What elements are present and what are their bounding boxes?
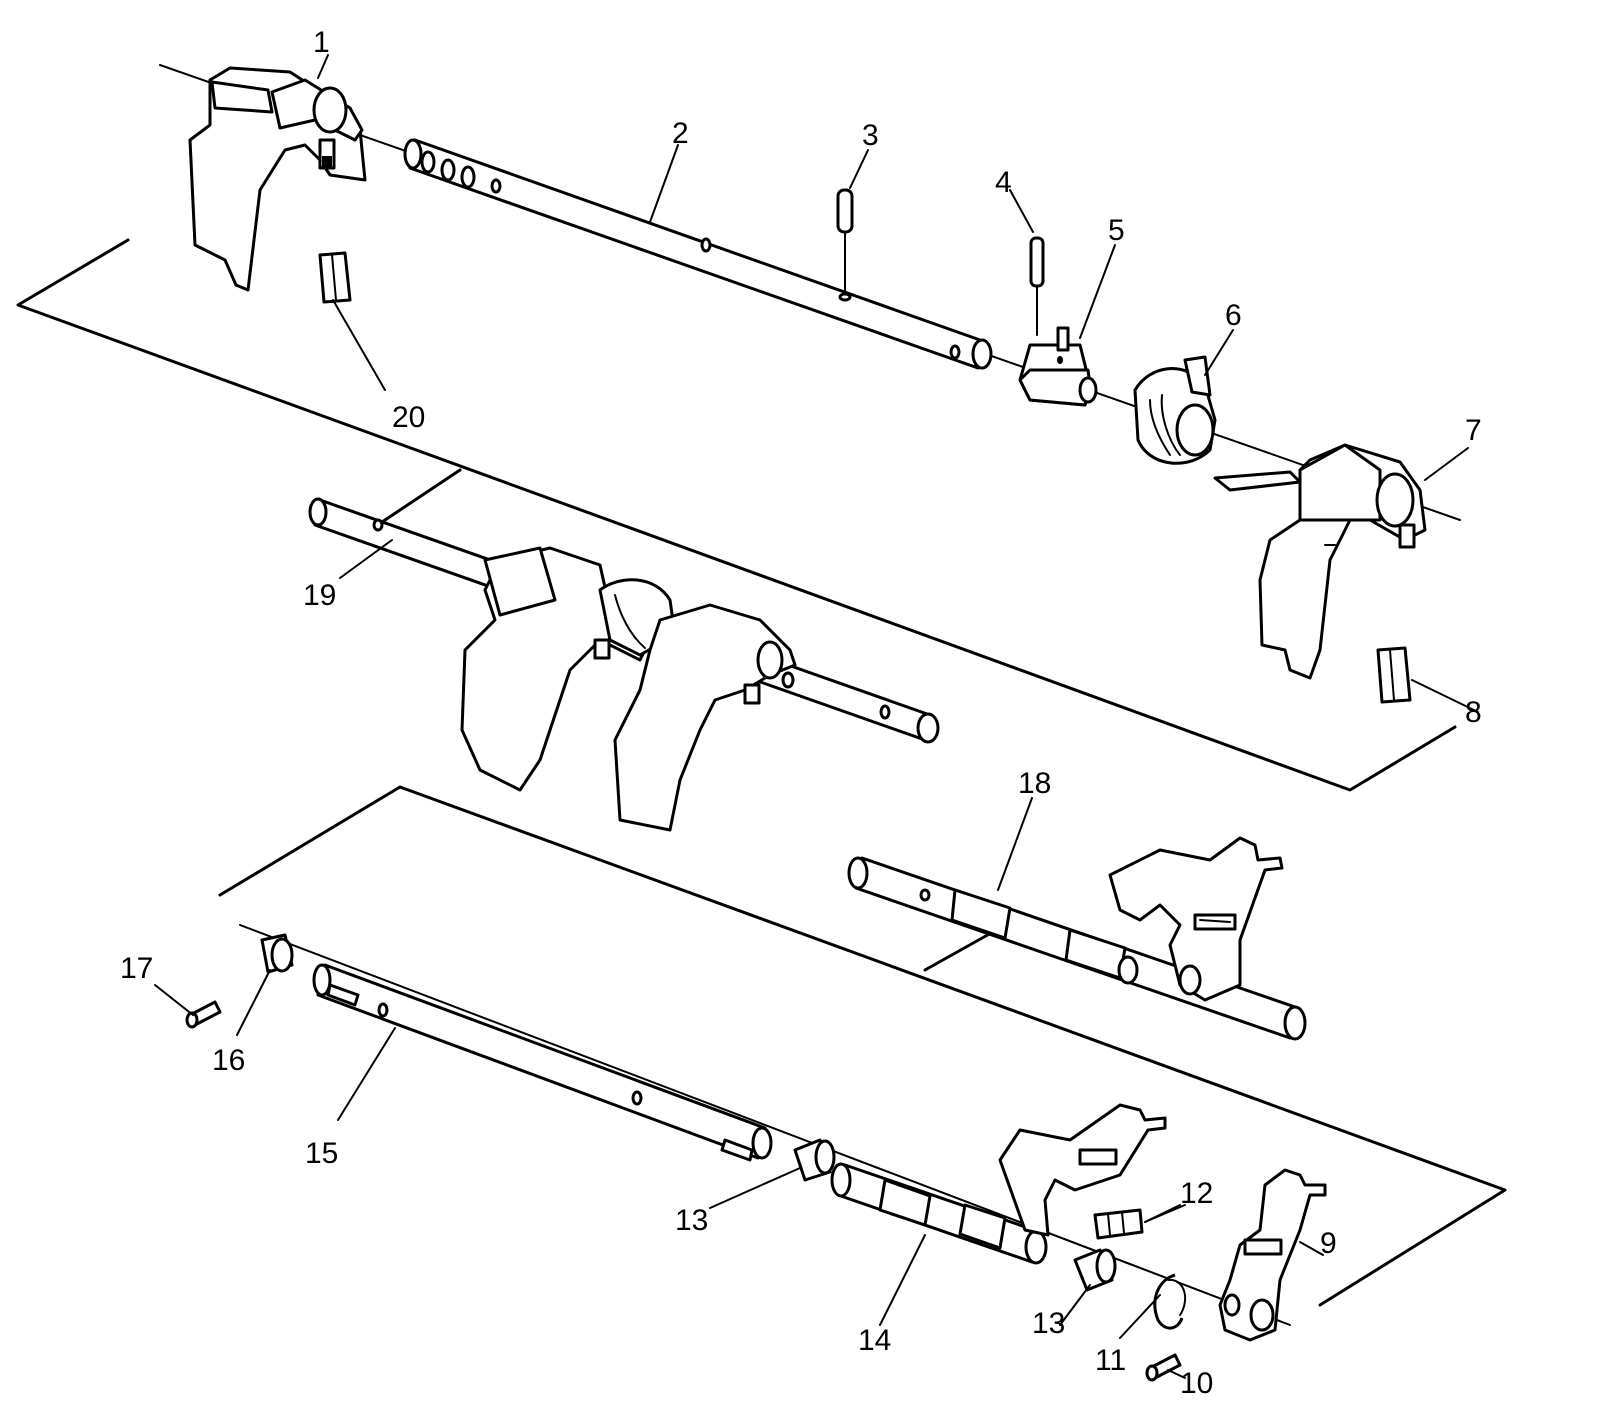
- callout-18: 18: [1018, 767, 1051, 800]
- callout-20: 20: [392, 401, 425, 434]
- callout-12: 12: [1180, 1177, 1213, 1210]
- callout-14: 14: [858, 1324, 891, 1357]
- callout-1: 1: [313, 26, 330, 59]
- callout-16: 16: [212, 1044, 245, 1077]
- callout-4: 4: [995, 166, 1012, 199]
- collar-16: [260, 933, 294, 974]
- upper-group-divider: [368, 468, 462, 532]
- fork-pad-8: [1376, 646, 1479, 713]
- shift-rail-fork-14: [830, 1103, 1167, 1265]
- lower-group-frame: [218, 785, 1507, 1307]
- callout-19: 19: [303, 579, 336, 612]
- bushing-13b: [1073, 1248, 1117, 1292]
- callout-6: 6: [1225, 299, 1242, 332]
- callout-3: 3: [862, 119, 879, 152]
- callout-labels: 1 2 3 4 5 6 7 8 9 10 11 12 13 13 14 15 1…: [120, 26, 1482, 1400]
- shift-fork-1: [188, 66, 367, 292]
- fork-pad-12: [1093, 1204, 1181, 1240]
- roll-pin-3: [836, 188, 854, 302]
- roll-pin-4: [1029, 236, 1045, 336]
- shift-rail-fork-18: [847, 836, 1307, 1041]
- callout-11: 11: [1095, 1344, 1126, 1377]
- shift-rail-assembly-19: [308, 497, 940, 832]
- fork-pad-20: [318, 251, 352, 304]
- callout-5: 5: [1108, 214, 1125, 247]
- shift-rail-2: [403, 138, 993, 370]
- select-lug-5: [1018, 326, 1098, 407]
- callout-10: 10: [1180, 1367, 1213, 1400]
- shift-fork-9: [1218, 1168, 1327, 1342]
- callout-13-right: 13: [1032, 1307, 1065, 1340]
- callout-17: 17: [120, 952, 153, 985]
- callout-13-left: 13: [675, 1204, 708, 1237]
- callout-7: 7: [1465, 414, 1482, 447]
- interlock-cam-6: [1133, 355, 1217, 465]
- snap-ring-11: [1153, 1273, 1187, 1330]
- callout-8: 8: [1465, 696, 1482, 729]
- bushing-13a: [793, 1138, 836, 1182]
- shift-fork-7: [1213, 443, 1427, 680]
- callout-9: 9: [1320, 1227, 1337, 1260]
- shift-rail-15: [312, 963, 773, 1162]
- callout-15: 15: [305, 1137, 338, 1170]
- upper-group-frame: [16, 238, 1457, 792]
- leader-lines: [154, 54, 1469, 1379]
- pin-10: [1145, 1353, 1182, 1382]
- callout-2: 2: [672, 117, 689, 150]
